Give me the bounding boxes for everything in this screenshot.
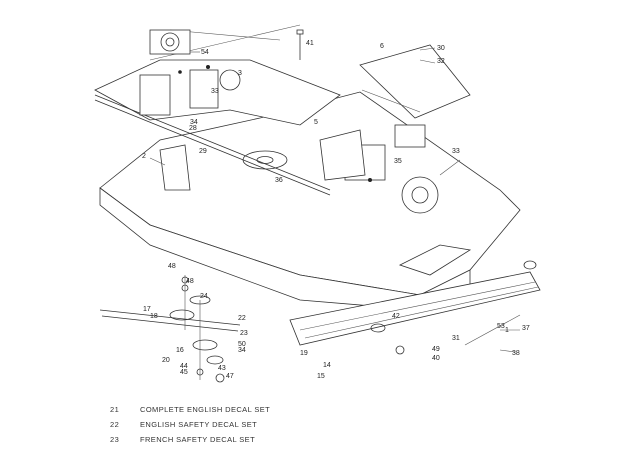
callout-label: 17 xyxy=(143,306,151,313)
callout-label: 33 xyxy=(211,88,219,95)
spindle-bracket-mid xyxy=(189,69,219,109)
callout-label: 5 xyxy=(314,119,318,126)
spindle-bracket-left xyxy=(139,74,171,116)
callout-label: 38 xyxy=(512,350,520,357)
belt-pulley xyxy=(242,150,288,170)
callout-label: 19 xyxy=(300,350,308,357)
callout-label: 20 xyxy=(162,357,170,364)
callout-label: 45 xyxy=(180,369,188,376)
legend-number: 22 xyxy=(110,420,120,429)
callout-label: 54 xyxy=(201,49,209,56)
callout-label: 30 xyxy=(437,45,445,52)
callout-label: 6 xyxy=(380,43,384,50)
legend-description: FRENCH SAFETY DECAL SET xyxy=(140,435,256,444)
idler-arm xyxy=(159,144,191,191)
callout-label: 35 xyxy=(394,158,402,165)
legend-description: COMPLETE ENGLISH DECAL SET xyxy=(140,405,271,414)
callout-label: 48 xyxy=(186,278,194,285)
legend-description: ENGLISH SAFETY DECAL SET xyxy=(140,420,258,429)
legend-number: 23 xyxy=(110,435,120,444)
callout-label: 32 xyxy=(437,58,445,65)
callout-label: 16 xyxy=(176,347,184,354)
callout-label: 31 xyxy=(452,335,460,342)
callout-label: 34 xyxy=(190,119,198,126)
callout-label: 2 xyxy=(142,153,146,160)
legend-row: 23 FRENCH SAFETY DECAL SET xyxy=(110,432,430,447)
callout-label: 41 xyxy=(306,40,314,47)
callout-label: 44 xyxy=(180,363,188,370)
callout-label: 36 xyxy=(275,177,283,184)
decal-legend: 21 COMPLETE ENGLISH DECAL SET 22 ENGLISH… xyxy=(110,402,430,447)
callout-label: 15 xyxy=(317,373,325,380)
callout-label: 43 xyxy=(218,365,226,372)
callout-label: 49 xyxy=(432,346,440,353)
callout-label: 53 xyxy=(497,323,505,330)
callout-label: 42 xyxy=(392,313,400,320)
callout-label: 33 xyxy=(452,148,460,155)
callout-label: 14 xyxy=(323,362,331,369)
callout-label: 34 xyxy=(238,347,246,354)
deck-skirt xyxy=(289,271,541,346)
callout-label: 29 xyxy=(199,148,207,155)
callout-label: 37 xyxy=(522,325,530,332)
callout-label: 22 xyxy=(238,315,246,322)
callout-label: 28 xyxy=(189,125,197,132)
callout-label: 23 xyxy=(240,330,248,337)
callout-label: 1 xyxy=(505,327,509,334)
callout-label: 40 xyxy=(432,355,440,362)
callout-label: 47 xyxy=(226,373,234,380)
callout-label: 3 xyxy=(238,70,242,77)
gearbox-block xyxy=(394,124,426,148)
front-ramp xyxy=(398,244,472,276)
mount-plate xyxy=(319,129,366,181)
lower-link-rod xyxy=(99,309,241,326)
legend-row: 22 ENGLISH SAFETY DECAL SET xyxy=(110,417,430,432)
callout-label: 50 xyxy=(238,341,246,348)
legend-number: 21 xyxy=(110,405,120,414)
callout-label: SA15 xyxy=(0,0,17,2)
spindle-bracket-top xyxy=(149,29,191,55)
right-guard xyxy=(359,44,471,119)
callout-label: 24 xyxy=(200,293,208,300)
callout-label: 18 xyxy=(150,313,158,320)
callout-label: 48 xyxy=(168,263,176,270)
legend-row: 21 COMPLETE ENGLISH DECAL SET xyxy=(110,402,430,417)
